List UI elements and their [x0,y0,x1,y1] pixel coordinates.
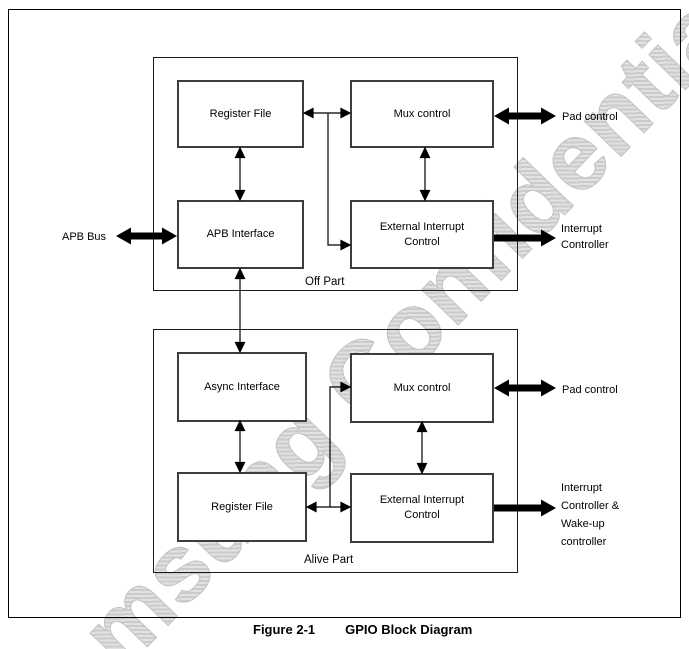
block-mux-control-alive: Mux control [350,353,494,423]
block-register-file-off: Register File [177,80,304,148]
pad-control-label-off: Pad control [562,111,618,123]
block-apb-interface: APB Interface [177,200,304,269]
interrupt-controller-label-off: Interrupt Controller [561,223,609,251]
off-part-container: Off Part [153,57,518,291]
block-external-interrupt-control-off: External Interrupt Control [350,200,494,269]
block-mux-control-off: Mux control [350,80,494,148]
page-border [8,9,681,618]
block-async-interface: Async Interface [177,352,307,422]
alive-part-label: Alive Part [304,554,354,566]
block-register-file-alive: Register File [177,472,307,542]
figure-title: GPIO Block Diagram [345,622,473,637]
off-part-label: Off Part [305,276,345,288]
interrupt-wakeup-label-alive: Interrupt Controller & Wake-up controlle… [561,482,620,548]
pad-control-label-alive: Pad control [562,384,618,396]
block-external-interrupt-control-alive: External Interrupt Control [350,473,494,543]
figure-number: Figure 2-1 [253,622,316,637]
alive-part-container: Alive Part [153,329,518,573]
figure-caption: Figure 2-1 GPIO Block Diagram [253,622,472,637]
apb-bus-label: APB Bus [62,231,107,243]
